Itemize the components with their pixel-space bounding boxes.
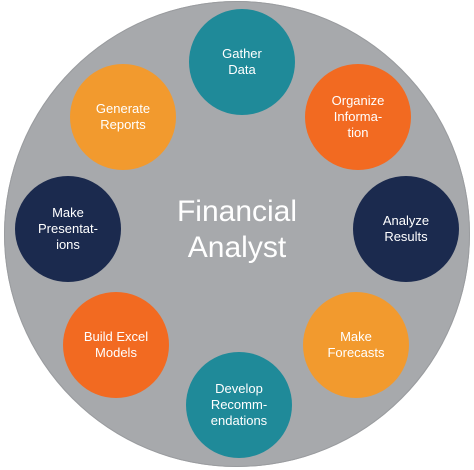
node-gather-data: Gather Data <box>189 9 295 115</box>
center-title-line2: Analyst <box>187 231 287 264</box>
node-make-forecasts: Make Forecasts <box>303 292 409 398</box>
node-organize-information: Organize Informa- tion <box>305 64 411 170</box>
center-title: Financial Analyst <box>137 194 337 266</box>
node-label: Analyze Results <box>382 213 430 244</box>
node-build-excel-models: Build Excel Models <box>63 292 169 398</box>
node-label: Gather Data <box>222 46 262 77</box>
node-label: Make Presentat- ions <box>38 205 98 252</box>
center-title-line1: Financial <box>176 195 298 228</box>
node-make-presentations: Make Presentat- ions <box>15 176 121 282</box>
node-label: Organize Informa- tion <box>331 93 385 140</box>
node-develop-recommendations: Develop Recomm- endations <box>186 352 292 458</box>
node-label: Build Excel Models <box>83 329 149 360</box>
node-generate-reports: Generate Reports <box>70 64 176 170</box>
node-label: Generate Reports <box>95 101 151 132</box>
node-label: Develop Recomm- endations <box>210 381 268 428</box>
node-label: Make Forecasts <box>327 329 385 360</box>
node-analyze-results: Analyze Results <box>353 176 459 282</box>
